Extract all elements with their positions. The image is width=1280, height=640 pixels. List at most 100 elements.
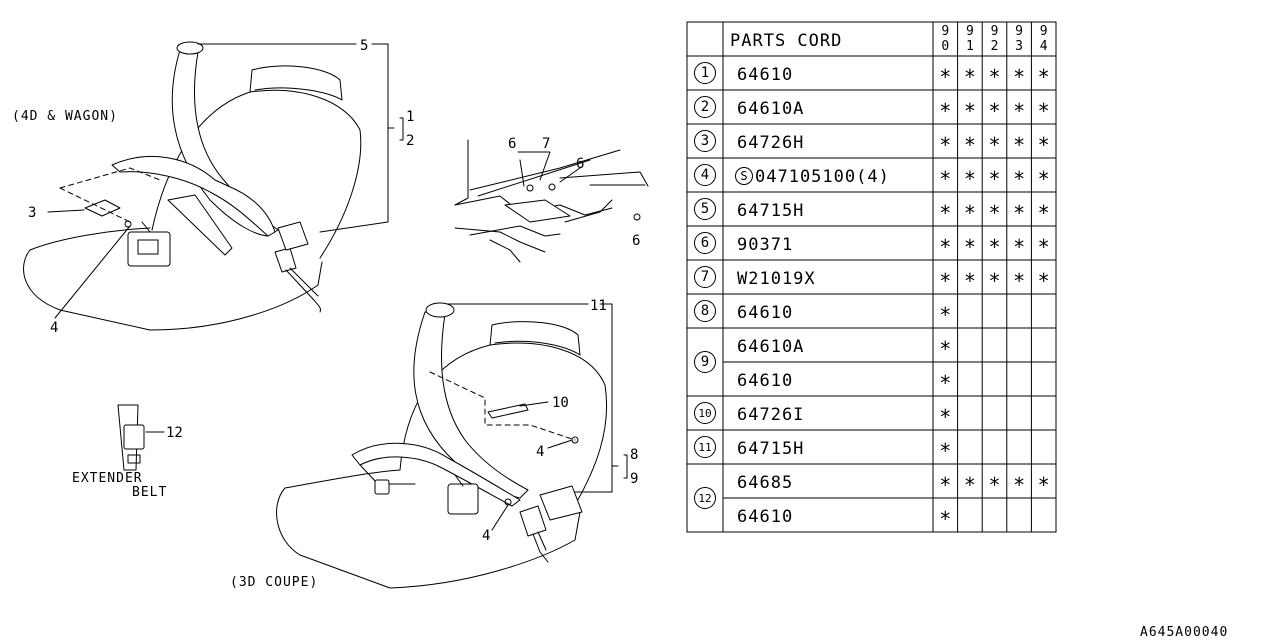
year-applicability-mark: *	[939, 235, 951, 259]
ref-number-circle	[694, 487, 716, 509]
extender-caption-line1: EXTENDER	[72, 471, 143, 486]
callout-4-coupe-lower: 4	[482, 528, 490, 544]
year-applicability-mark: *	[939, 337, 951, 361]
year-header-digit: 1	[966, 39, 974, 54]
table-row: 90371*****	[737, 235, 1050, 259]
year-applicability-mark: *	[1038, 65, 1050, 89]
callout-1: 1	[406, 109, 414, 125]
ref-number: 9	[701, 354, 709, 370]
year-applicability-mark: *	[1013, 65, 1025, 89]
table-row: 64726I*	[737, 405, 951, 429]
table-row: 64715H *	[737, 439, 951, 463]
year-applicability-mark: *	[964, 133, 976, 157]
year-applicability-mark: *	[988, 65, 1000, 89]
ref-number-circle	[694, 232, 716, 254]
part-number: 64610	[737, 371, 793, 391]
year-applicability-mark: *	[939, 439, 951, 463]
ref-number-circle	[694, 351, 716, 373]
coupe-retractor-icon	[447, 483, 479, 515]
year-applicability-mark: *	[988, 133, 1000, 157]
year-applicability-mark: *	[1038, 201, 1050, 225]
ref-number-circle	[694, 198, 716, 220]
table-group-9: 9 64610A * 64610 *	[686, 337, 1057, 397]
year-applicability-mark: *	[1038, 133, 1050, 157]
year-header-digit: 9	[1040, 24, 1048, 39]
year-applicability-mark: *	[988, 167, 1000, 191]
ref-number: 7	[701, 269, 709, 285]
year-applicability-mark: *	[939, 133, 951, 157]
table-row: 64610*****	[737, 65, 1050, 89]
callout-4-sedan: 4	[50, 320, 58, 336]
callout-6-top: 6	[508, 136, 516, 152]
year-header-digit: 0	[941, 39, 949, 54]
year-applicability-mark: *	[988, 235, 1000, 259]
callout-10: 10	[552, 395, 569, 411]
year-applicability-mark: *	[964, 201, 976, 225]
year-applicability-mark: *	[939, 65, 951, 89]
callout-8: 8	[630, 447, 638, 463]
year-applicability-mark: *	[939, 507, 951, 531]
callout-6-right: 6	[576, 156, 584, 172]
extender-caption-line2: BELT	[132, 485, 167, 500]
callout-6-bottom: 6	[632, 233, 640, 249]
year-applicability-mark: *	[939, 167, 951, 191]
part-number: 64726I	[737, 405, 804, 425]
year-applicability-mark: *	[1038, 167, 1050, 191]
year-applicability-mark: *	[964, 473, 976, 497]
ref-number-circle	[694, 266, 716, 288]
ref-number: 11	[698, 441, 711, 454]
year-applicability-mark: *	[1038, 269, 1050, 293]
part-number: 64610A	[737, 337, 804, 357]
buckle-icon	[274, 247, 297, 273]
part-number: 64715H	[737, 439, 804, 459]
sedan-wagon-assembly: (4D & WAGON)	[12, 38, 414, 336]
ref-number-circle	[694, 62, 716, 84]
part-number: 047105100(4)	[755, 167, 890, 187]
year-applicability-mark: *	[1038, 99, 1050, 123]
ref-number-circle	[694, 164, 716, 186]
callout-7: 7	[542, 136, 550, 152]
callout-9: 9	[630, 471, 638, 487]
supersession-circle	[735, 167, 753, 185]
year-applicability-mark: *	[964, 65, 976, 89]
part-number: 64715H	[737, 201, 804, 221]
table-row: 64685*****	[722, 473, 1057, 499]
callout-4-coupe: 4	[536, 444, 544, 460]
table-row: 64610*	[737, 507, 951, 531]
table-row: 64715H*****	[737, 201, 1050, 225]
year-applicability-mark: *	[939, 371, 951, 395]
year-header-digit: 2	[991, 39, 999, 54]
year-applicability-mark: *	[1013, 201, 1025, 225]
year-applicability-mark: *	[939, 303, 951, 327]
table-row: 64610A*****	[737, 99, 1050, 123]
callout-5: 5	[360, 38, 368, 54]
year-header-digit: 9	[966, 24, 974, 39]
coupe-caption: (3D COUPE)	[230, 575, 318, 590]
table-row: 64610*	[737, 303, 951, 327]
year-applicability-mark: *	[939, 201, 951, 225]
year-header-digit: 3	[1015, 39, 1023, 54]
part-number: W21019X	[737, 269, 816, 289]
year-applicability-mark: *	[1013, 235, 1025, 259]
table-row: W21019X*****	[737, 269, 1050, 293]
part-number: 64610A	[737, 99, 804, 119]
table-row: 64726H*****	[737, 133, 1050, 157]
ref-number-circle	[694, 436, 716, 458]
year-applicability-mark: *	[964, 269, 976, 293]
year-header-digit: 9	[1015, 24, 1023, 39]
callout-12-extender: 12	[166, 425, 183, 441]
upper-anchor-icon	[176, 41, 204, 55]
ref-number-circle	[694, 130, 716, 152]
ref-number-circle	[694, 402, 716, 424]
ref-number: 3	[701, 133, 709, 149]
ref-number-circle	[694, 96, 716, 118]
year-header-digit: 4	[1040, 39, 1048, 54]
year-applicability-mark: *	[1013, 473, 1025, 497]
part-number: 64685	[737, 473, 793, 493]
